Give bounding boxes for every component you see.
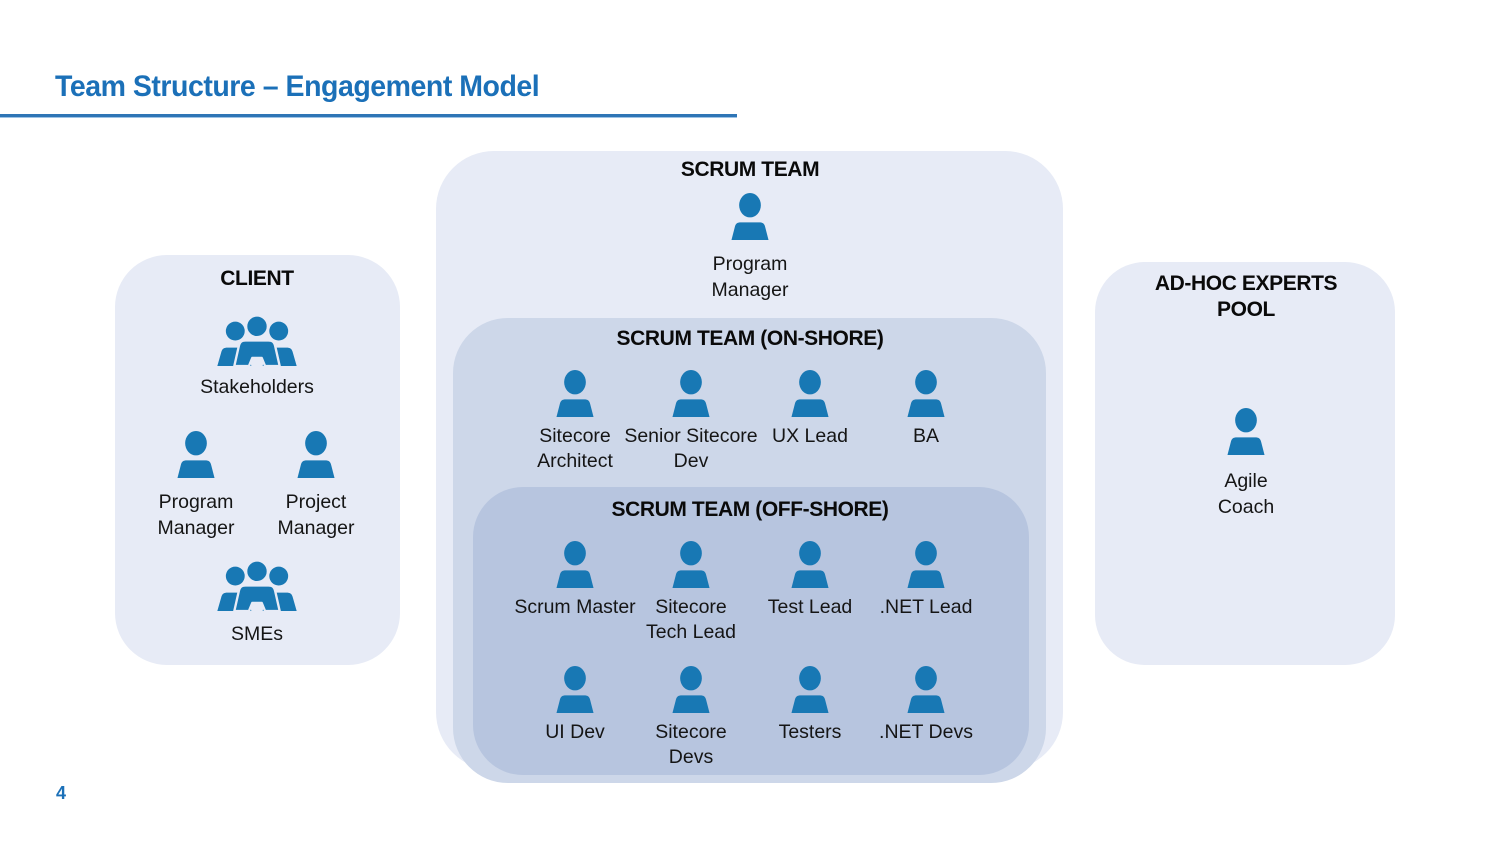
scrum-team-header: SCRUM TEAM — [680, 158, 820, 181]
role-label-program-manager: Program Manager — [711, 253, 789, 301]
title-underline — [0, 114, 737, 118]
person-icon — [788, 370, 832, 417]
people-group-icon — [210, 315, 305, 366]
role-label-ba: BA — [912, 425, 939, 447]
person-icon — [904, 541, 948, 588]
role-label-ui-dev: UI Dev — [545, 721, 605, 743]
person-icon — [788, 666, 832, 713]
person-icon — [669, 666, 713, 713]
role-label-program-manager: Program Manager — [157, 491, 235, 539]
scrum-team-offshore-box — [473, 487, 1029, 775]
person-icon — [174, 431, 218, 478]
role-label-scrum-master: Scrum Master — [514, 596, 636, 618]
role-label-test-lead: Test Lead — [767, 596, 853, 618]
role-label-smes: SMEs — [230, 623, 283, 645]
person-icon — [728, 193, 772, 240]
person-icon — [1224, 408, 1268, 455]
adhoc-box-header: AD-HOC EXPERTS POOL — [1154, 272, 1338, 321]
person-icon — [904, 666, 948, 713]
client-box-header: CLIENT — [220, 267, 294, 290]
person-icon — [904, 370, 948, 417]
role-label-testers: Testers — [778, 721, 842, 743]
role-label-stakeholders: Stakeholders — [200, 376, 314, 398]
role-label-net-lead: .NET Lead — [879, 596, 973, 618]
adhoc-experts-pool-box — [1095, 262, 1395, 665]
person-icon — [669, 370, 713, 417]
person-icon — [553, 541, 597, 588]
role-label-sitecore-devs: Sitecore Devs — [655, 721, 727, 768]
person-icon — [553, 370, 597, 417]
role-label-senior-sitecore-dev: Senior Sitecore Dev — [624, 425, 758, 472]
person-icon — [788, 541, 832, 588]
person-icon — [553, 666, 597, 713]
scrum-offshore-header: SCRUM TEAM (OFF-SHORE) — [611, 498, 889, 521]
scrum-onshore-header: SCRUM TEAM (ON-SHORE) — [616, 327, 884, 350]
role-label-net-devs: .NET Devs — [879, 721, 973, 743]
people-group-icon — [210, 560, 305, 611]
role-label-project-manager: Project Manager — [277, 491, 355, 539]
person-icon — [294, 431, 338, 478]
page-title: Team Structure – Engagement Model — [55, 70, 540, 103]
page-number: 4 — [56, 783, 67, 803]
role-label-agile-coach: Agile Coach — [1217, 470, 1275, 518]
role-label-sitecore-tech-lead: Sitecore Tech Lead — [646, 596, 736, 643]
person-icon — [669, 541, 713, 588]
role-label-sitecore-architect: Sitecore Architect — [537, 425, 613, 472]
role-label-ux-lead: UX Lead — [772, 425, 848, 447]
